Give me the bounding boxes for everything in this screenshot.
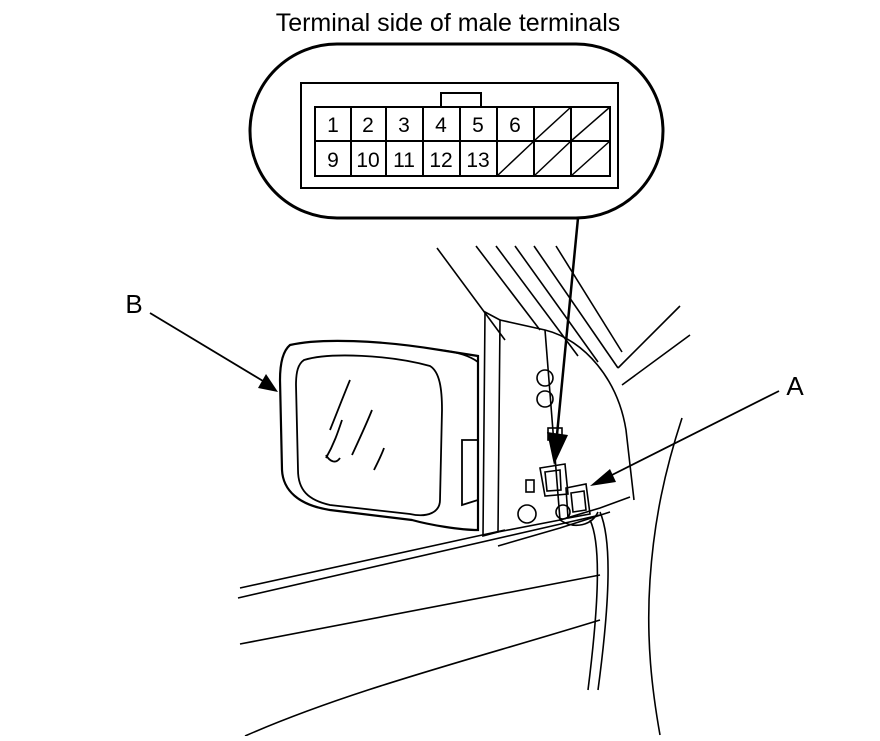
pin-label: 4 [435, 114, 447, 137]
pin-labels-row-2: 9 10 11 12 13 [327, 149, 490, 172]
pin-label: 10 [356, 149, 379, 172]
unused-cavity-r2c6 [496, 140, 535, 177]
connector-leader [547, 217, 580, 465]
callout-a-label: A [786, 371, 804, 401]
unused-cavity-r1c7 [533, 106, 572, 142]
pin-label: 9 [327, 149, 339, 172]
pin-label: 12 [429, 149, 452, 172]
connector-face [300, 82, 619, 189]
unused-cavity-r1c8 [570, 106, 611, 142]
connector-callout-bubble [248, 42, 665, 220]
pin-label: 6 [509, 114, 521, 137]
pin-labels-row-1: 1 2 3 4 5 6 [327, 114, 521, 137]
vehicle-body [237, 245, 691, 737]
pin-label: 11 [393, 149, 415, 172]
connector-housing [300, 82, 619, 189]
callout-b-label: B [125, 289, 142, 319]
door-mirror [278, 339, 480, 532]
unused-cavity-r2c7 [533, 140, 572, 177]
pin-label: 3 [398, 114, 410, 137]
callout-a: A [590, 371, 804, 486]
callout-b: B [125, 289, 278, 392]
pin-label: 13 [466, 149, 489, 172]
pin-label: 1 [327, 114, 339, 137]
pin-label: 2 [362, 114, 374, 137]
diagram-title: Terminal side of male terminals [276, 9, 621, 37]
unused-cavity-r2c8 [570, 140, 611, 177]
pin-label: 5 [472, 114, 484, 137]
